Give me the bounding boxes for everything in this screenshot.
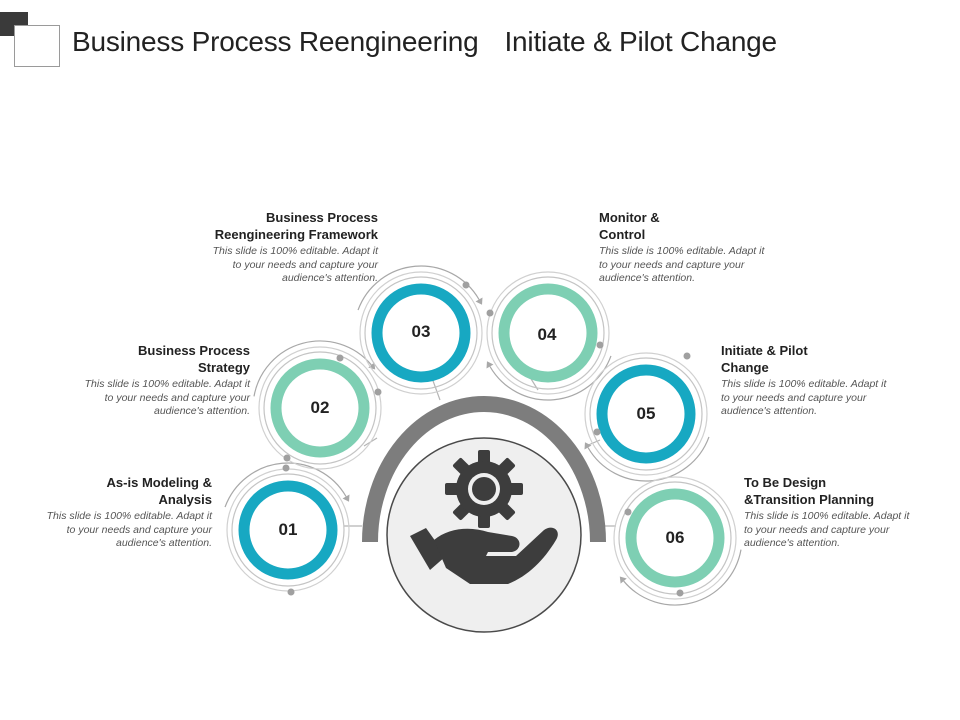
arrow-head-icon xyxy=(584,442,592,450)
outer-thin-ring xyxy=(584,352,708,476)
outer-thin-ring xyxy=(486,271,610,395)
slide-title: Business Process Reengineering Initiate &… xyxy=(72,26,777,58)
step-01-number: 01 xyxy=(278,520,298,539)
connector-dot xyxy=(676,589,684,597)
step-ring xyxy=(625,488,725,588)
step-nodes xyxy=(224,265,742,606)
step-ring xyxy=(238,480,338,580)
step-04-number: 04 xyxy=(537,325,557,344)
connector-dot xyxy=(287,588,295,596)
step-ring xyxy=(371,283,471,383)
step-06-title-1: To Be Design xyxy=(744,475,827,490)
step-03-body-2: to your needs and capture your xyxy=(232,258,378,271)
connector-dot xyxy=(336,354,344,362)
step-04-title-1: Monitor & xyxy=(599,210,660,225)
step-04-title-2: Control xyxy=(599,227,646,242)
step-06-body-3: audience's attention. xyxy=(744,537,840,549)
outer-thin-ring xyxy=(613,476,737,600)
step-02-title-2: Strategy xyxy=(197,360,250,375)
hand-icon xyxy=(410,527,558,584)
connector-dot xyxy=(624,508,632,516)
step-01-title-2: Analysis xyxy=(158,492,212,507)
connector-dot xyxy=(462,281,470,289)
title-part-1: Business Process Reengineering xyxy=(72,26,479,57)
outer-thin-ring xyxy=(258,346,382,470)
step-05-body-3: audience's attention. xyxy=(721,405,817,417)
step-05-number: 05 xyxy=(636,404,656,423)
step-01-body-3: audience's attention. xyxy=(116,537,212,549)
step-02-body-3: audience's attention. xyxy=(154,405,250,417)
step-03-body-3: audience's attention. xyxy=(282,272,378,284)
step-01-title-1: As-is Modeling & xyxy=(106,475,212,490)
cycle-arrow-arc xyxy=(489,355,612,401)
step-06-body-2: to your needs and capture your xyxy=(744,523,890,536)
middle-thin-ring xyxy=(618,481,732,595)
cycle-arrow-arc xyxy=(623,549,742,606)
step-03-body-1: This slide is 100% editable. Adapt it xyxy=(212,245,378,257)
step-05-title-1: Initiate & Pilot xyxy=(721,343,808,358)
step-06-body-1: This slide is 100% editable. Adapt it xyxy=(744,510,910,522)
gear-icon xyxy=(445,450,523,528)
middle-thin-ring xyxy=(589,357,703,471)
step-05-body-2: to your needs and capture your xyxy=(721,391,867,404)
cycle-arrow-arc xyxy=(253,340,372,397)
corner-decoration-box xyxy=(14,25,60,67)
middle-thin-ring xyxy=(263,351,377,465)
middle-thin-ring xyxy=(364,276,478,390)
arrow-head-icon xyxy=(619,576,627,584)
step-04-body-3: audience's attention. xyxy=(599,272,695,284)
connector-dot xyxy=(486,309,494,317)
connector-dot xyxy=(283,454,291,462)
middle-thin-ring xyxy=(231,473,345,587)
step-04-text: Monitor & Control This slide is 100% edit… xyxy=(599,209,819,286)
step-01-text: As-is Modeling & Analysis This slide is 1… xyxy=(0,474,212,551)
middle-thin-ring xyxy=(491,276,605,390)
step-node-05 xyxy=(584,352,710,482)
step-02-title-1: Business Process xyxy=(137,343,250,358)
step-node-06 xyxy=(613,476,742,606)
step-ring xyxy=(498,283,598,383)
step-05-body-1: This slide is 100% editable. Adapt it xyxy=(721,378,887,390)
connector-dot xyxy=(596,341,604,349)
step-06-text: To Be Design&Transition Planning This sl… xyxy=(744,474,954,551)
title-part-2: Initiate & Pilot Change xyxy=(504,26,777,57)
arrow-head-icon xyxy=(475,297,483,305)
connector-dot xyxy=(683,352,691,360)
step-03-number: 03 xyxy=(411,322,431,341)
outer-thin-ring xyxy=(359,271,483,395)
step-02-body-1: This slide is 100% editable. Adapt it xyxy=(84,378,250,390)
connector-dot xyxy=(593,428,601,436)
center-half-ring xyxy=(362,396,606,543)
connector-dot xyxy=(282,464,290,472)
cycle-arrow-arc xyxy=(224,462,347,508)
connector-dot xyxy=(374,388,382,396)
step-05-title-2: Change xyxy=(721,360,769,375)
step-node-02 xyxy=(253,340,382,470)
arrow-head-icon xyxy=(342,494,350,502)
step-04-body-2: to your needs and capture your xyxy=(599,258,745,271)
step-01-body-2: to your needs and capture your xyxy=(66,523,212,536)
step-06-title-2: &Transition Planning xyxy=(744,492,875,507)
step-03-title-1: Business Process xyxy=(265,210,378,225)
arrow-head-icon xyxy=(368,362,376,370)
step-02-body-2: to your needs and capture your xyxy=(104,391,250,404)
step-02-number: 02 xyxy=(310,398,330,417)
step-ring xyxy=(596,364,696,464)
step-06-number: 06 xyxy=(665,528,685,547)
step-03-title-2: Reengineering Framework xyxy=(214,227,378,242)
step-node-03 xyxy=(357,265,483,396)
step-node-04 xyxy=(486,271,612,401)
cycle-arrow-arc xyxy=(587,436,710,482)
step-04-body-1: This slide is 100% editable. Adapt it xyxy=(599,245,765,257)
step-ring xyxy=(270,358,370,458)
arrow-head-icon xyxy=(486,361,494,369)
step-node-01 xyxy=(224,462,350,596)
step-01-body-1: This slide is 100% editable. Adapt it xyxy=(46,510,212,522)
